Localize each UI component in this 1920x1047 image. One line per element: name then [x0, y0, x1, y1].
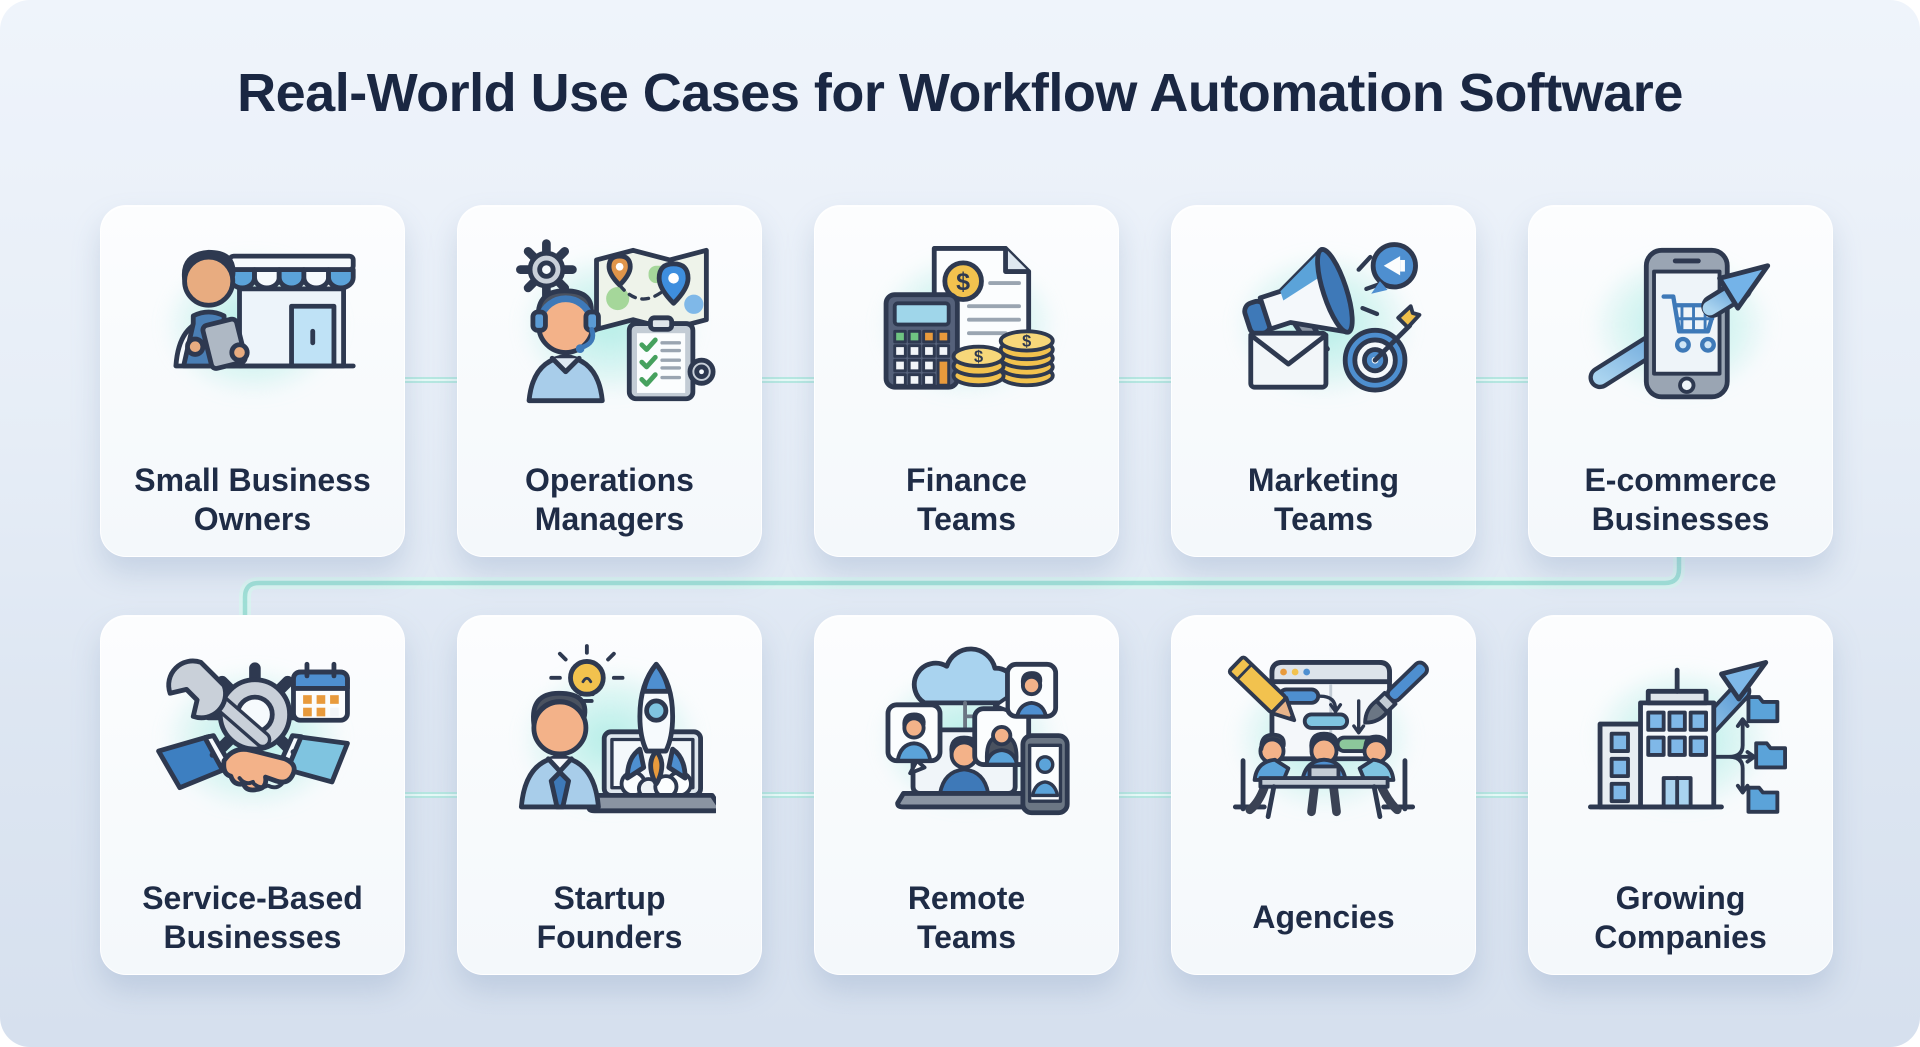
card-growing-companies: Growing Companies — [1528, 615, 1833, 975]
card-label: Remote Teams — [908, 862, 1025, 974]
card-illustration — [101, 206, 404, 444]
card-label: Small Business Owners — [134, 444, 371, 556]
card-operations-managers: Operations Managers — [457, 205, 762, 557]
card-label-line1: Operations — [525, 461, 694, 498]
card-remote-teams: Remote Teams — [814, 615, 1119, 975]
card-label: Operations Managers — [525, 444, 694, 556]
card-ecommerce-businesses: E-commerce Businesses — [1528, 205, 1833, 557]
svg-text:$: $ — [1022, 332, 1031, 350]
svg-text:$: $ — [974, 348, 983, 366]
card-label-line2: Owners — [193, 501, 312, 537]
card-label-line2: Founders — [536, 919, 683, 955]
card-label-line2: Businesses — [1591, 501, 1770, 537]
card-illustration — [1172, 206, 1475, 444]
founder-rocket-laptop-icon — [518, 643, 716, 813]
card-label-line1: Growing — [1615, 879, 1746, 916]
card-label: Marketing Teams — [1248, 444, 1399, 556]
card-finance-teams: $ — [814, 205, 1119, 557]
card-label-line1: E-commerce — [1584, 461, 1777, 498]
card-illustration: $ — [815, 206, 1118, 444]
card-service-based-businesses: Service-Based Businesses — [100, 615, 405, 975]
handshake-tools-icon — [155, 658, 350, 792]
card-illustration — [1529, 616, 1832, 862]
page-title: Real-World Use Cases for Workflow Automa… — [237, 63, 1683, 123]
card-illustration — [458, 206, 761, 444]
card-label-line2: Managers — [534, 501, 685, 537]
card-label-line2: Teams — [916, 501, 1016, 537]
card-label-line2: Companies — [1594, 919, 1767, 955]
card-label-line1: Agencies — [1252, 899, 1395, 936]
card-startup-founders: Startup Founders — [457, 615, 762, 975]
card-label: Startup Founders — [537, 862, 683, 974]
cloud-video-call-icon — [885, 646, 1070, 815]
card-label: Agencies — [1252, 862, 1394, 974]
card-illustration — [101, 616, 404, 862]
card-label: Finance Teams — [906, 444, 1027, 556]
operations-headset-map-icon — [515, 238, 716, 403]
card-agencies: Agencies — [1171, 615, 1476, 975]
card-label: Service-Based Businesses — [142, 862, 363, 974]
card-label-line2: Teams — [1273, 501, 1373, 537]
card-label-line1: Remote — [907, 879, 1026, 916]
card-label-line1: Small Business — [134, 461, 371, 498]
phone-cart-growth-icon — [1587, 247, 1770, 399]
card-label-line1: Marketing — [1247, 461, 1400, 498]
building-growth-folders-icon — [1587, 659, 1787, 814]
card-label: E-commerce Businesses — [1584, 444, 1776, 556]
card-illustration — [815, 616, 1118, 862]
team-table-whiteboard-icon — [1227, 655, 1429, 819]
card-label-line2: Teams — [916, 919, 1016, 955]
card-small-business-owners: Small Business Owners — [100, 205, 405, 557]
card-label-line1: Finance — [906, 461, 1027, 498]
card-illustration — [458, 616, 761, 862]
card-label-line1: Startup — [553, 879, 666, 916]
card-illustration — [1529, 206, 1832, 444]
svg-text:$: $ — [956, 267, 970, 295]
invoice-calculator-coins-icon: $ — [883, 245, 1055, 390]
card-label-line2: Businesses — [163, 919, 342, 955]
megaphone-envelope-target-icon — [1241, 241, 1421, 392]
card-marketing-teams: Marketing Teams — [1171, 205, 1476, 557]
card-label-line1: Service-Based — [142, 879, 363, 916]
storefront-owner-icon — [173, 249, 356, 371]
card-label: Growing Companies — [1594, 862, 1766, 974]
card-illustration — [1172, 616, 1475, 862]
